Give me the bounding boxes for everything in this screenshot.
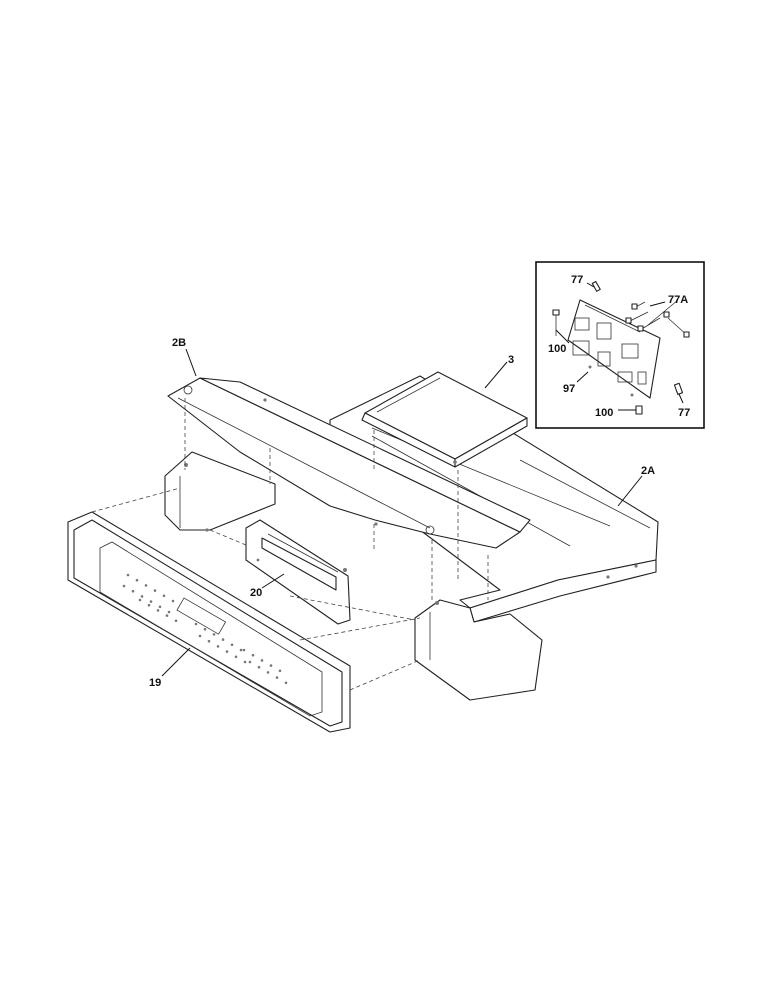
main-callouts: 2B 3 2A 20 19 [149, 337, 655, 689]
keypad-dot [126, 573, 130, 577]
keypad-dot [198, 634, 202, 638]
keypad-dot [194, 622, 198, 626]
label-20: 20 [250, 587, 262, 599]
connector-77-top [591, 280, 601, 292]
keypad-dot [234, 655, 238, 659]
keypad-dot [165, 614, 169, 617]
keypad-dot [122, 584, 126, 588]
keypad-dot [212, 633, 216, 636]
keypad-dot [203, 627, 207, 631]
keypad-dot [156, 609, 160, 612]
keypad-dot [284, 681, 288, 685]
keypad-dot [221, 638, 225, 641]
keypad-dot [153, 589, 157, 592]
control-panel-overlay-19 [67, 511, 351, 733]
keypad-dot [162, 594, 166, 598]
keypad-dot [257, 665, 261, 669]
connector-77-bottom [673, 382, 684, 395]
keypad-dot [260, 659, 264, 662]
keypad-dot [147, 603, 151, 607]
keypad-dot [144, 584, 148, 587]
keypad-dot [171, 599, 175, 603]
wire-connectors-77a [625, 299, 690, 338]
label-77a: 77A [668, 294, 688, 306]
label-2b: 2B [172, 337, 186, 349]
keypad-dot [131, 589, 135, 593]
label-19: 19 [149, 677, 161, 689]
label-100-left: 100 [548, 343, 566, 355]
keypad-dot [138, 598, 142, 602]
keypad-dot [167, 610, 171, 614]
keypad-dot [135, 578, 139, 582]
standoff-100-left [552, 309, 560, 336]
keypad-dot [140, 595, 144, 598]
display-board-20 [245, 519, 351, 625]
keypad-dot [149, 600, 153, 603]
keypad-dot [275, 676, 279, 679]
keypad-dot [242, 648, 246, 652]
keypad-dot [248, 660, 252, 664]
keypad-dot [225, 650, 229, 653]
control-board-97 [567, 299, 661, 399]
keypad-dot [239, 648, 243, 652]
label-77-top: 77 [571, 274, 583, 286]
keypad-dot [216, 645, 220, 648]
keypad-dot [230, 643, 234, 647]
keypad-dots [122, 573, 288, 685]
alignment-lines [91, 398, 489, 691]
keypad-dot [243, 660, 247, 664]
label-97: 97 [563, 383, 575, 395]
inset-control-board: 77 77A 100 97 100 77 [535, 261, 705, 429]
keypad-dot [278, 669, 282, 673]
keypad-dot [269, 664, 273, 667]
label-2a: 2A [641, 465, 655, 477]
keypad-dot [266, 671, 270, 674]
control-board-cover-3 [361, 371, 528, 468]
label-100-bottom: 100 [595, 407, 613, 419]
left-side-bracket [164, 451, 276, 532]
keypad-dot [251, 653, 255, 657]
keypad-dot [207, 639, 211, 643]
label-77-bottom: 77 [678, 407, 690, 419]
keypad-dot [158, 605, 162, 609]
keypad-dot [174, 619, 178, 623]
label-3: 3 [508, 354, 514, 366]
